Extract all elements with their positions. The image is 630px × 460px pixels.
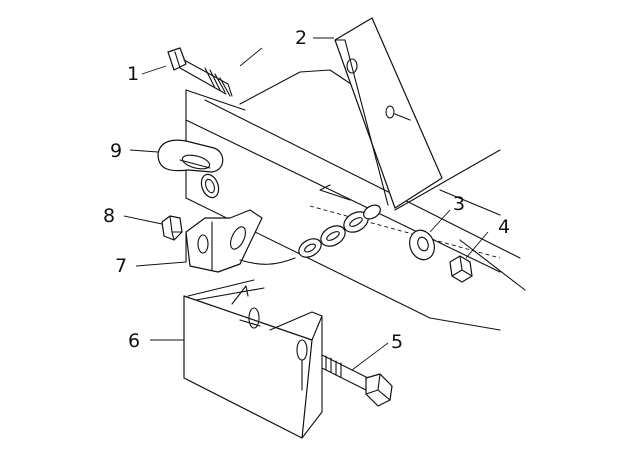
callout-1: 1	[127, 63, 139, 85]
bolt-lower	[321, 354, 393, 407]
callout-6: 6	[128, 330, 140, 352]
callout-5: 5	[391, 331, 403, 353]
chain-middle	[239, 204, 381, 265]
callout-3: 3	[453, 193, 465, 215]
callout-4: 4	[498, 216, 510, 238]
chain-link-9	[157, 139, 224, 199]
leader-lines	[123, 37, 489, 371]
callout-7: 7	[115, 255, 127, 277]
frame-beam	[185, 69, 526, 331]
nut	[449, 255, 473, 283]
callout-9: 9	[110, 140, 122, 162]
callout-2: 2	[295, 27, 307, 49]
mounting-bracket	[334, 17, 443, 209]
washer	[409, 229, 435, 261]
bolt-top	[167, 47, 263, 97]
nut-small	[161, 215, 183, 241]
callout-8: 8	[103, 205, 115, 227]
shackle-bracket	[185, 209, 263, 273]
plate	[183, 279, 323, 439]
